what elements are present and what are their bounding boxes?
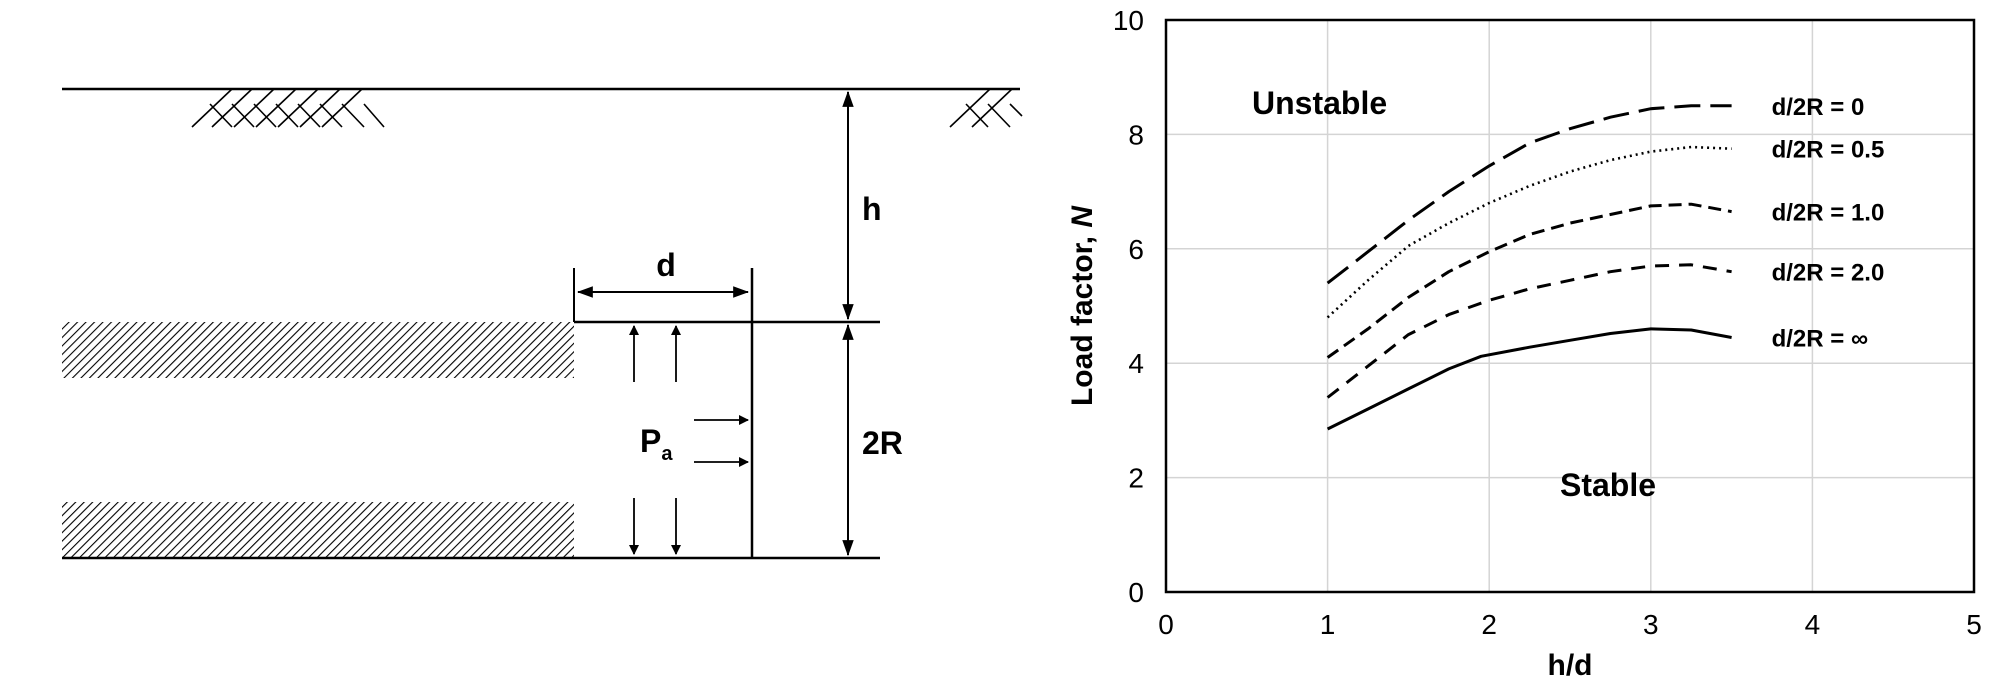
series-label-1: d/2R = 0 (1772, 94, 1865, 121)
chart-series: d/2R = 0 d/2R = 0.5 d/2R = 1.0 d/2R = 2.0 d/… (1326, 94, 1885, 431)
x-tick-label: 2 (1481, 609, 1497, 640)
series-line-3 (1326, 202, 1732, 359)
tunnel-lining-bottom (62, 502, 574, 558)
chart-grid (1166, 20, 1974, 592)
tunnel-lining-top (62, 322, 574, 378)
y-axis-label-text: Load factor, (1066, 228, 1099, 406)
pressure-label: Pa (640, 423, 673, 465)
chart-ticks: 0 1 2 3 4 5 0 2 4 6 8 10 (1113, 5, 1982, 640)
y-tick-label: 10 (1113, 5, 1144, 36)
series-line-4 (1326, 263, 1732, 399)
d-label: d (656, 247, 676, 283)
x-tick-label: 1 (1320, 609, 1336, 640)
soil-hatch-symbol-left (191, 88, 385, 128)
2r-label: 2R (862, 425, 903, 461)
series-line-5 (1326, 327, 1732, 431)
y-tick-label: 6 (1128, 234, 1144, 265)
y-axis-label: Load factor, N (1066, 205, 1099, 406)
support-pressure-arrows (629, 325, 749, 555)
series-label-4: d/2R = 2.0 (1772, 260, 1885, 287)
x-tick-label: 0 (1158, 609, 1174, 640)
y-tick-label: 2 (1128, 463, 1144, 494)
unstable-region-label: Unstable (1252, 85, 1387, 121)
y-axis-label-variable: N (1066, 205, 1099, 228)
y-tick-label: 0 (1128, 577, 1144, 608)
h-label: h (862, 191, 882, 227)
chart: 0 1 2 3 4 5 0 2 4 6 8 10 d/2R = 0 d/2R = 0.5 d/2R = 1… (1066, 5, 1982, 682)
series-line-2 (1326, 145, 1732, 319)
series-line-1 (1326, 104, 1732, 285)
pressure-label-subscript: a (661, 443, 673, 465)
series-label-5: d/2R = ∞ (1772, 325, 1868, 352)
pressure-label-main: P (640, 423, 661, 459)
soil-hatch-symbol-right (949, 88, 1023, 128)
series-label-2: d/2R = 0.5 (1772, 137, 1885, 164)
stable-region-label: Stable (1560, 467, 1656, 503)
x-axis-label: h/d (1548, 649, 1593, 682)
series-label-3: d/2R = 1.0 (1772, 200, 1885, 227)
y-tick-label: 4 (1128, 348, 1144, 379)
x-tick-label: 4 (1805, 609, 1821, 640)
x-tick-label: 5 (1966, 609, 1982, 640)
tunnel-diagram (62, 87, 1023, 560)
y-tick-label: 8 (1128, 119, 1144, 150)
plot-area-border (1164, 18, 1976, 594)
x-tick-label: 3 (1643, 609, 1659, 640)
